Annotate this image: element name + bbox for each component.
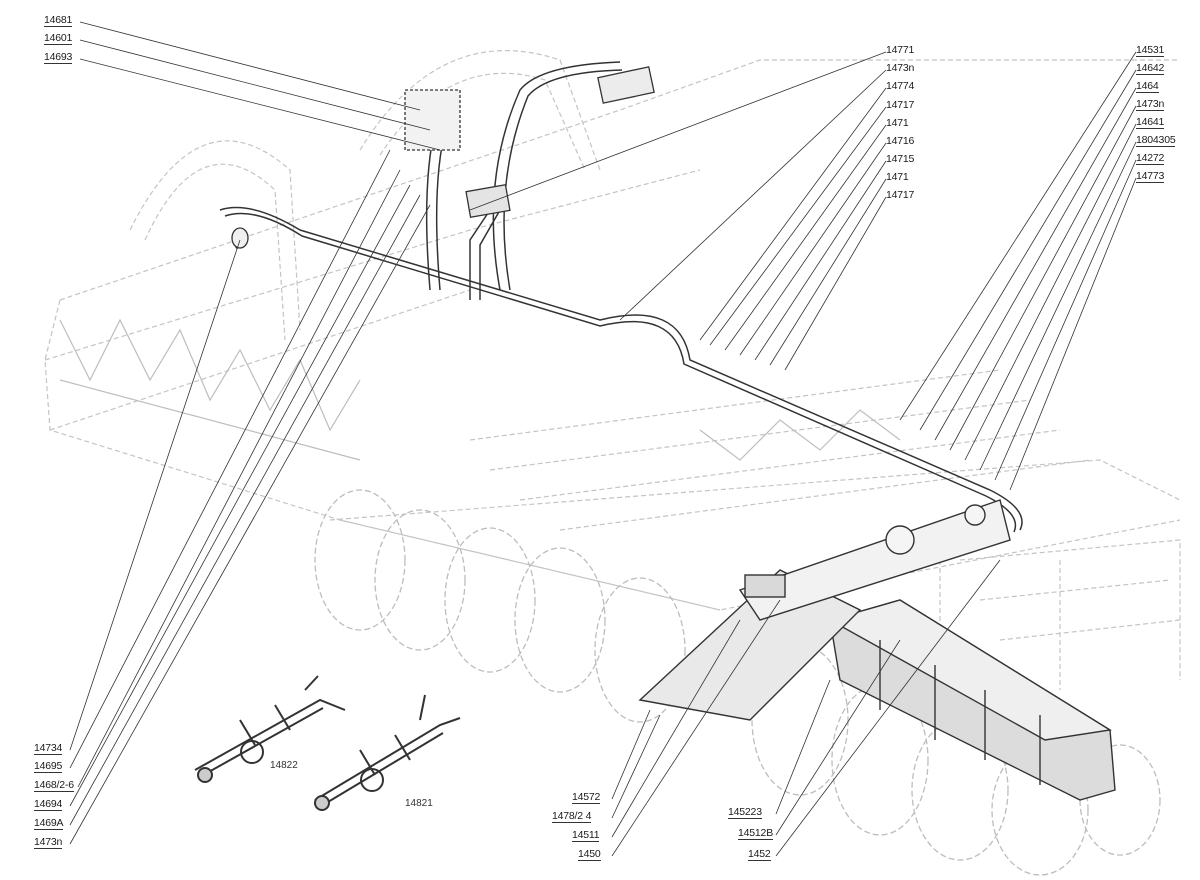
leader-line	[964, 123, 1137, 461]
leader-line	[69, 204, 431, 845]
label-14717-b: 14717	[886, 189, 915, 201]
chassis-outline	[44, 49, 1181, 700]
label-1473n-b: 1473n	[1136, 98, 1165, 111]
label-14272: 14272	[1136, 152, 1165, 165]
leader-line	[611, 714, 661, 819]
label-1473n-a: 1473n	[886, 62, 915, 74]
leader-line	[775, 679, 831, 815]
components	[231, 66, 655, 249]
leader-line	[979, 141, 1137, 471]
label-14773: 14773	[1136, 170, 1165, 183]
label-1469A: 1469A	[34, 817, 64, 830]
label-14715: 14715	[886, 153, 915, 165]
leader-line	[899, 51, 1137, 421]
leader-line	[919, 69, 1137, 431]
leader-line	[949, 105, 1137, 451]
label-1464: 1464	[1136, 80, 1159, 93]
label-14601: 14601	[44, 32, 73, 45]
leader-line	[69, 184, 411, 807]
leader-lines	[69, 21, 1137, 857]
label-14641: 14641	[1136, 116, 1165, 129]
leader-line	[77, 169, 401, 788]
label-1468-2-6: 1468/2-6	[34, 779, 74, 792]
leader-line	[775, 559, 1001, 857]
leader-line	[79, 21, 421, 111]
leader-line	[754, 160, 887, 361]
label-1452: 1452	[748, 848, 771, 861]
label-14572: 14572	[572, 791, 601, 804]
label-1478-2-4: 1478/2 4	[552, 810, 592, 823]
part-label-14822: 14822	[270, 760, 298, 771]
leader-line	[611, 709, 651, 800]
label-1471-b: 1471	[886, 171, 909, 183]
label-14512B: 14512B	[738, 827, 774, 840]
leader-line	[69, 194, 421, 826]
label-14695: 14695	[34, 760, 63, 773]
leader-line	[724, 124, 887, 351]
leader-line	[69, 149, 391, 769]
label-1473n-c: 1473n	[34, 836, 63, 849]
spare-harness-14821	[314, 694, 461, 811]
label-1804305: 1804305	[1136, 134, 1176, 147]
leader-line	[1009, 177, 1137, 491]
leader-line	[469, 51, 887, 211]
label-14642: 14642	[1136, 62, 1165, 75]
truss-pattern	[59, 318, 901, 461]
label-14681: 14681	[44, 14, 73, 27]
leader-line	[79, 58, 441, 151]
leader-line	[79, 39, 431, 131]
label-14717-a: 14717	[886, 99, 915, 111]
label-1450: 1450	[578, 848, 601, 861]
leader-line	[699, 87, 887, 341]
leader-line	[784, 196, 887, 371]
leader-line	[611, 599, 781, 857]
part-label-14821: 14821	[405, 798, 433, 809]
label-14774: 14774	[886, 80, 915, 92]
leader-line	[611, 619, 741, 838]
label-14693: 14693	[44, 51, 73, 64]
label-14694: 14694	[34, 798, 63, 811]
leader-line	[739, 142, 887, 356]
label-14716: 14716	[886, 135, 915, 147]
leader-line	[775, 639, 901, 836]
label-14511: 14511	[572, 829, 600, 842]
leader-line	[619, 69, 887, 321]
leader-line	[769, 178, 887, 366]
leader-line	[69, 239, 241, 751]
label-14531: 14531	[1136, 44, 1165, 57]
leader-line	[709, 106, 887, 346]
label-14771: 14771	[886, 44, 915, 56]
label-1471-a: 1471	[886, 117, 909, 129]
spare-harness-14822	[194, 675, 346, 783]
controller-block	[638, 499, 1116, 801]
label-14734: 14734	[34, 742, 63, 755]
leader-line	[934, 87, 1137, 441]
label-145223: 145223	[728, 806, 762, 819]
wiring-harness	[219, 61, 1023, 533]
leader-line	[994, 159, 1137, 481]
